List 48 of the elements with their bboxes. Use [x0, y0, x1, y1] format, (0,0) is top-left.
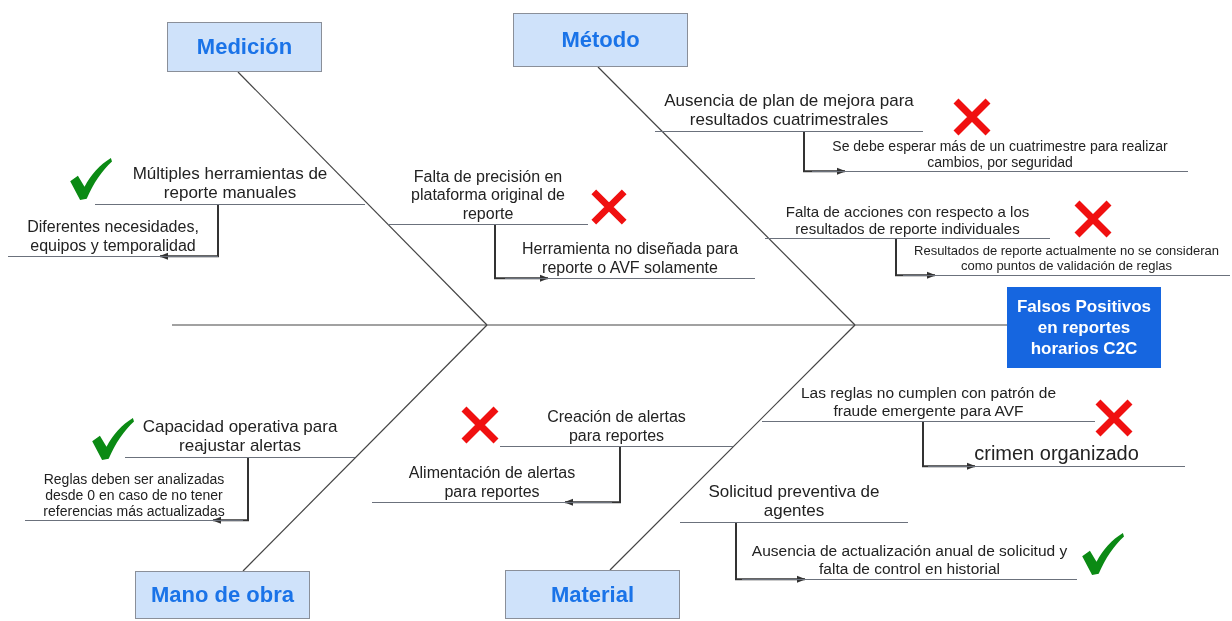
- category-label: Método: [561, 27, 640, 53]
- fishbone-line: [242, 324, 488, 572]
- cause-text: Solicitud preventiva de agentes: [707, 481, 881, 521]
- cause-item: [372, 464, 612, 503]
- cause-item: [500, 408, 733, 447]
- cause-text: Diferentes necesidades, equipos y temporalidad: [26, 218, 200, 255]
- category-box: [505, 570, 680, 619]
- category-box: [513, 13, 688, 67]
- category-box: [135, 571, 310, 619]
- arrow: [494, 223, 549, 282]
- cause-item: [505, 240, 755, 279]
- arrow: [212, 456, 249, 524]
- cause-item: [762, 384, 1095, 422]
- category-label: Material: [550, 581, 635, 608]
- category-box: [167, 22, 322, 72]
- cause-text: Resultados de reporte actualmente no se consideran como puntos de validación de reglas: [913, 244, 1220, 274]
- arrow: [159, 203, 219, 260]
- fishbone-line: [237, 71, 488, 326]
- fishbone-line: [609, 324, 856, 571]
- cause-item: [928, 442, 1185, 467]
- arrow: [922, 420, 976, 470]
- cause-text: Falta de precisión en plataforma original de reporte: [410, 167, 566, 223]
- cause-text: Alimentación de alertas para reportes: [407, 464, 577, 501]
- arrow: [735, 521, 806, 583]
- cause-text: crimen organizado: [973, 442, 1140, 465]
- cause-text: Reglas deben ser analizadas desde 0 en caso de no tener referencias más actualizadas: [42, 470, 226, 519]
- fishbone-spine: [171, 324, 1008, 326]
- cause-text: Las reglas no cumplen con patrón de fraude emergente para AVF: [799, 384, 1058, 420]
- cause-item: [812, 137, 1188, 172]
- category-label: Mano de obra: [151, 582, 294, 608]
- arrow: [803, 130, 846, 175]
- cause-item: [25, 470, 243, 521]
- fishbone-line: [597, 66, 856, 326]
- cause-text: Herramienta no diseñada para reporte o AVF solamente: [520, 240, 740, 277]
- arrow: [564, 445, 621, 506]
- cause-text: Creación de alertas para reportes: [546, 408, 687, 445]
- arrow: [895, 237, 936, 279]
- cause-text: Ausencia de actualización anual de solicitud y falta de control en historial: [750, 542, 1069, 578]
- cause-text: Capacidad operativa para reajustar alertas: [141, 416, 339, 456]
- cause-text: Ausencia de plan de mejora para resultados cuatrimestrales: [663, 90, 915, 130]
- cause-text: Múltiples herramientas de reporte manuales: [131, 163, 329, 203]
- cause-text: Falta de acciones con respecto a los resultados de reporte individuales: [784, 202, 1031, 237]
- category-label: Falsos Positivos en reportes horarios C2C: [1015, 295, 1153, 360]
- cause-item: [388, 167, 588, 225]
- cause-item: [8, 218, 218, 257]
- cause-text: Se debe esperar más de un cuatrimestre para realizar cambios, por seguridad: [831, 137, 1169, 170]
- category-label: Medición: [196, 34, 293, 60]
- effect-box: [1007, 287, 1161, 368]
